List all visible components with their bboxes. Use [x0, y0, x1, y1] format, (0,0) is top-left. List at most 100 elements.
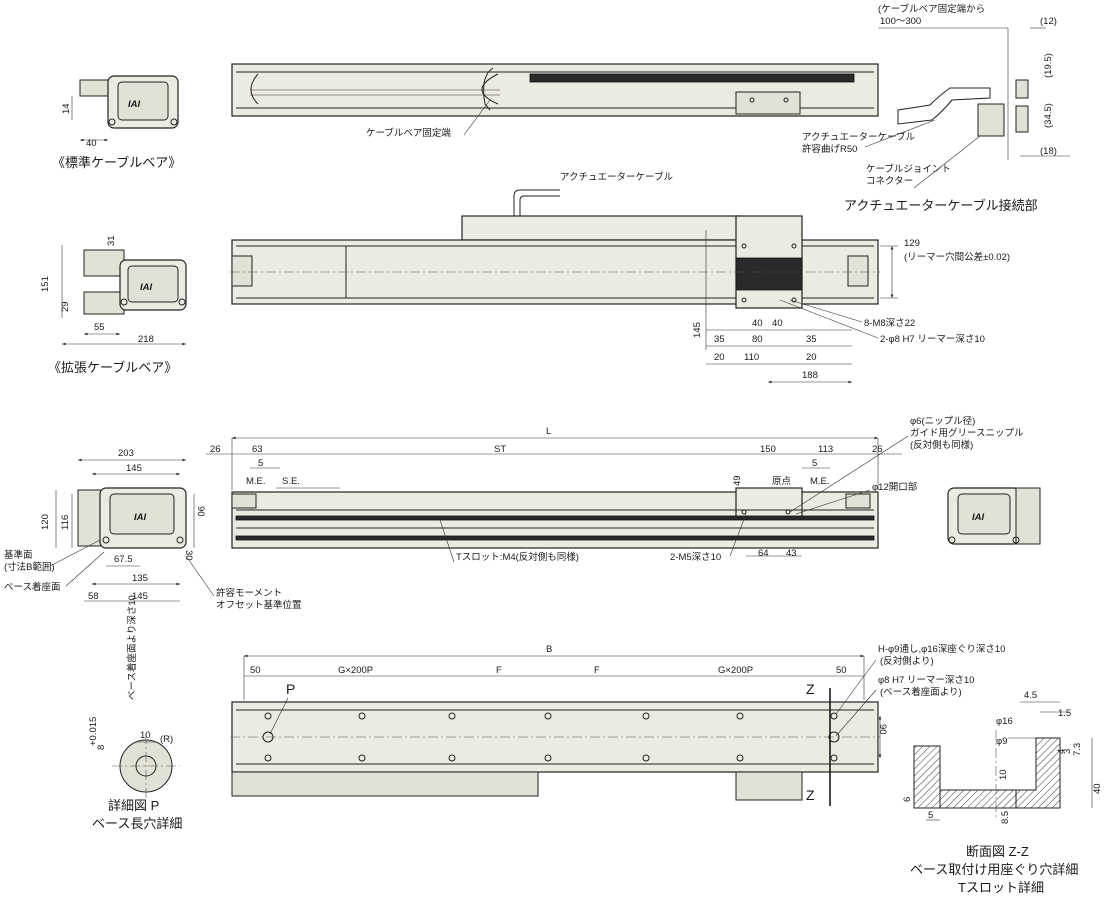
fixed-end-from-2: 100〜300: [880, 16, 921, 27]
dim-43: 43: [786, 548, 797, 559]
dim-5-left: 5: [258, 458, 263, 469]
ref-face-1: 基準面: [4, 549, 33, 561]
ref-face-2: (寸法B範囲): [4, 561, 55, 573]
dim-B: B: [546, 644, 552, 655]
actuator-cable-r-1: アクチュエーターケーブル: [802, 131, 915, 143]
dim-40-b: 40: [772, 318, 783, 329]
h-phi9-1: H-φ9通し,φ16深座ぐり深さ10: [878, 643, 1005, 655]
dim-phi9: φ9: [996, 736, 1007, 747]
actuator-cable-r-2: 許容曲げR50: [802, 143, 857, 155]
fixed-end-from-1: (ケーブルベア固定端から: [878, 3, 985, 15]
top-view-1: ケーブルベア固定端: [231, 63, 879, 139]
dim-3: 3: [1062, 749, 1073, 754]
dim-40-std: 40: [86, 138, 97, 149]
r-label: (R): [160, 734, 173, 745]
tslot-label: Tスロット:M4(反対側も同様): [456, 551, 579, 563]
f2: F: [594, 665, 600, 676]
side-view: L 26 63 ST 150 113 26 5 5 M.E. S.E. 原点 M…: [206, 415, 1024, 563]
dim-90-b: 90: [877, 724, 888, 735]
section-zz-view: φ16 φ9 4.5 1.5 4 3 7.3 40 10 6 5 8.5 断面図…: [902, 690, 1103, 895]
joint-connector-2: コネクター: [866, 176, 913, 187]
dim-40-a: 40: [752, 318, 763, 329]
dim-30: 30: [183, 550, 194, 561]
dim-L: L: [546, 426, 551, 437]
dim-120: 120: [40, 514, 51, 530]
dim-145-a: 145: [126, 463, 142, 474]
bottom-view: B 50 G×200P F F G×200P 50 P Z Z 90 H-φ9通…: [230, 643, 1005, 806]
dim-64: 64: [758, 548, 769, 559]
section-subtitle: ベース取付け用座ぐり穴詳細: [910, 862, 1078, 877]
dim-5-section: 5: [928, 810, 933, 821]
dim-5-right: 5: [812, 458, 817, 469]
z-marker-bottom: Z: [806, 787, 815, 803]
reamer-tolerance: (リーマー穴間公差±0.02): [904, 251, 1010, 263]
moment-1: 許容モーメント: [216, 587, 282, 599]
dim-58: 58: [88, 591, 99, 602]
dim-10-p: 10: [140, 730, 151, 741]
detail-p-marker: P: [286, 681, 295, 697]
dim-188: 188: [802, 370, 818, 381]
dim-49: 49: [732, 475, 743, 486]
dim-phi16: φ16: [996, 716, 1013, 727]
dim-129: 129: [904, 238, 920, 249]
dim-116: 116: [60, 515, 71, 530]
dim-35-a: 35: [714, 334, 725, 345]
dim-18: (18): [1040, 146, 1057, 157]
dim-135: 135: [132, 573, 148, 584]
logo-std: IAI: [128, 99, 141, 110]
phi8-h7-2: (ベース着座面より): [880, 686, 962, 698]
dim-150: 150: [760, 444, 776, 455]
dim-26-right: 26: [872, 444, 883, 455]
dim-29: 29: [60, 301, 71, 312]
slot-tol: +0.015: [88, 717, 99, 746]
dim-20-a: 20: [714, 352, 725, 363]
cable-connection-view: (12) (19.5) (34.5) (18) (ケーブルベア固定端から 100…: [802, 3, 1070, 213]
dim-12: (12): [1040, 16, 1057, 27]
dim-50-right: 50: [836, 665, 847, 676]
dim-19-5: (19.5): [1043, 53, 1054, 78]
dim-26-left: 26: [210, 444, 221, 455]
section-subtitle-2: Tスロット詳細: [958, 880, 1044, 895]
me-right: M.E.: [810, 476, 830, 487]
dim-63: 63: [252, 444, 263, 455]
g200-left: G×200P: [338, 665, 373, 676]
dim-50-left: 50: [250, 665, 261, 676]
dim-67-5: 67.5: [114, 554, 133, 565]
detail-p-view: 10 (R) 8 +0.015 ベース着座面より深さ10 詳細図 P ベース長穴…: [88, 595, 182, 831]
dim-55: 55: [94, 322, 105, 333]
std-bear-view: IAI 14 40 《標準ケーブルベア》: [52, 75, 181, 170]
z-marker-top: Z: [806, 681, 815, 697]
dim-10-section: 10: [998, 769, 1009, 780]
dim-20-b: 20: [806, 352, 817, 363]
slot-depth: ベース着座面より深さ10: [126, 595, 138, 700]
dim-203: 203: [118, 448, 134, 459]
dim-ST: ST: [494, 444, 506, 455]
phi12-label: φ12開口部: [872, 481, 917, 493]
dim-1-5: 1.5: [1058, 708, 1071, 719]
dim-35-b: 35: [806, 334, 817, 345]
phi6-1: φ6(ニップル径): [910, 415, 975, 427]
dim-145-vert: 145: [692, 322, 703, 338]
detail-p-title: 詳細図 P: [108, 798, 159, 813]
actuator-cable-label: アクチュエーターケーブル: [560, 171, 673, 183]
end-view-left: IAI 203 145 120 116 90 30 67.5 135 58 14…: [4, 448, 302, 611]
ext-bear-caption: 《拡張ケーブルベア》: [48, 360, 177, 375]
dim-4: 4: [1056, 749, 1067, 754]
dim-151: 151: [40, 276, 51, 292]
std-bear-caption: 《標準ケーブルベア》: [52, 155, 181, 170]
m5-label: 2-M5深さ10: [670, 552, 721, 563]
detail-p-subtitle: ベース長穴詳細: [92, 816, 182, 831]
dim-31: 31: [106, 235, 117, 246]
me-left: M.E.: [246, 476, 266, 487]
g200-right: G×200P: [718, 665, 753, 676]
logo-end-left: IAI: [134, 512, 147, 523]
dim-34-5: (34.5): [1043, 103, 1054, 128]
dim-113: 113: [818, 444, 833, 455]
phi6-2: ガイド用グリースニップル: [910, 427, 1024, 439]
dim-7-3: 7.3: [1072, 743, 1083, 756]
joint-connector-1: ケーブルジョイント: [866, 163, 951, 175]
base-holes: [262, 712, 840, 762]
dim-40-section: 40: [1092, 783, 1103, 794]
h-phi9-2: (反対側より): [880, 655, 934, 667]
